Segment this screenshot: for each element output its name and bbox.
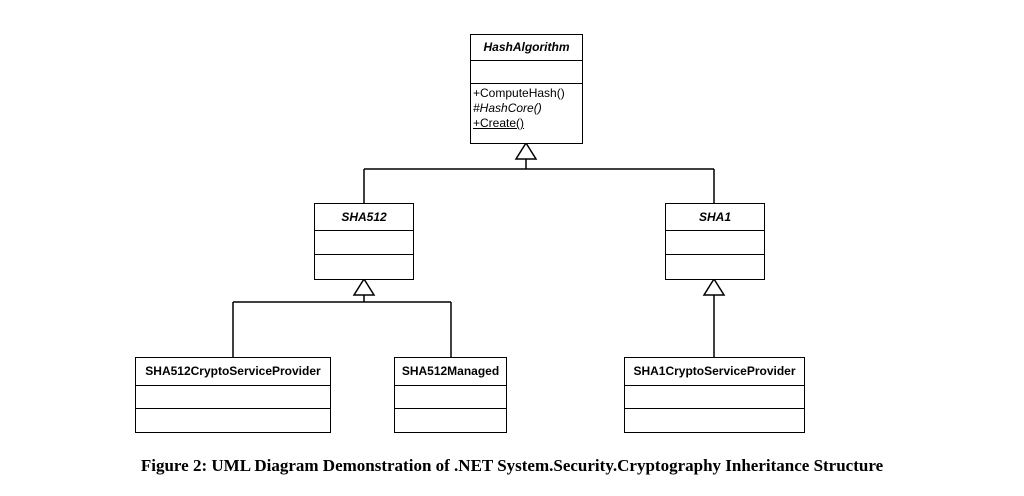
class-sha1cryptoserviceprovider: SHA1CryptoServiceProvider [624, 357, 805, 433]
class-sha512managed-name: SHA512Managed [395, 358, 506, 386]
operation-create: +Create() [473, 116, 525, 130]
class-hashalgorithm: HashAlgorithm +ComputeHash() #HashCore()… [470, 34, 583, 144]
class-sha512cryptoserviceprovider-operations [136, 409, 330, 431]
class-sha1: SHA1 [665, 203, 765, 280]
class-sha1cryptoserviceprovider-attributes [625, 386, 804, 409]
class-sha512managed-operations [395, 409, 506, 431]
class-sha512: SHA512 [314, 203, 414, 280]
class-sha512cryptoserviceprovider-name: SHA512CryptoServiceProvider [136, 358, 330, 386]
operation-computehash: +ComputeHash() [473, 86, 565, 100]
class-sha512cryptoserviceprovider-attributes [136, 386, 330, 409]
class-sha1cryptoserviceprovider-name: SHA1CryptoServiceProvider [625, 358, 804, 386]
class-sha512-attributes [315, 231, 413, 255]
class-sha1-operations [666, 255, 764, 278]
figure-caption: Figure 2: UML Diagram Demonstration of .… [140, 456, 884, 475]
inheritance-arrow-sha512 [352, 277, 376, 296]
class-sha512-name: SHA512 [315, 204, 413, 231]
operation-hashcore: #HashCore() [473, 101, 542, 115]
class-sha1-attributes [666, 231, 764, 255]
class-hashalgorithm-operations: +ComputeHash() #HashCore() +Create() [471, 84, 582, 142]
class-sha512cryptoserviceprovider: SHA512CryptoServiceProvider [135, 357, 331, 433]
inheritance-arrow-hashalgorithm [514, 141, 538, 160]
class-sha512-operations [315, 255, 413, 278]
class-hashalgorithm-name: HashAlgorithm [471, 35, 582, 61]
class-sha512managed-attributes [395, 386, 506, 409]
class-sha512managed: SHA512Managed [394, 357, 507, 433]
class-hashalgorithm-attributes [471, 61, 582, 84]
class-sha1-name: SHA1 [666, 204, 764, 231]
class-sha1cryptoserviceprovider-operations [625, 409, 804, 431]
inheritance-arrow-sha1 [702, 277, 726, 296]
